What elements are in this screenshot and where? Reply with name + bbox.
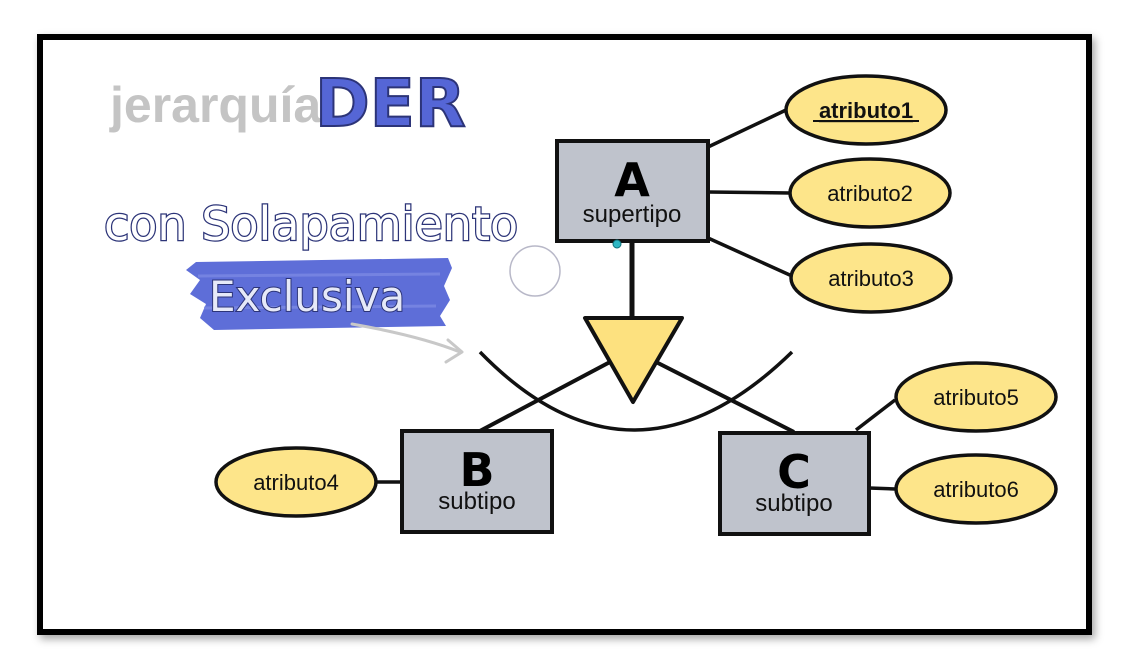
attribute-atributo6[interactable]: atributo6: [894, 453, 1058, 525]
connector-a-atributo2: [707, 190, 791, 195]
attribute-atributo2-label: atributo2: [827, 181, 913, 206]
subtitle-line1: con Solapamiento: [104, 197, 518, 251]
entity-c-letter: C: [777, 445, 811, 499]
connector-a-atributo1: [707, 108, 787, 149]
subtitle-line2: Exclusiva: [209, 272, 405, 321]
connector-a-atributo3: [707, 236, 793, 278]
title-main: DER: [315, 65, 466, 142]
hierarchy-arc: [478, 350, 794, 432]
cursor-circle-icon: [509, 245, 561, 297]
attribute-atributo6-label: atributo6: [933, 477, 1019, 502]
attribute-atributo3[interactable]: atributo3: [789, 242, 953, 314]
attribute-atributo1[interactable]: atributo1: [784, 74, 948, 146]
connector-c-atributo5: [854, 398, 897, 432]
attribute-atributo1-label: atributo1: [819, 98, 913, 123]
entity-b[interactable]: B subtipo: [400, 429, 554, 534]
entity-a-role: supertipo: [583, 201, 682, 228]
entity-a[interactable]: A supertipo: [555, 139, 710, 243]
entity-a-letter: A: [614, 153, 650, 207]
title-prefix: jerarquía: [109, 77, 322, 133]
connector-triangle-b: [477, 360, 611, 434]
attribute-atributo4[interactable]: atributo4: [214, 446, 378, 518]
attribute-atributo2[interactable]: atributo2: [788, 157, 952, 229]
entity-c-role: subtipo: [755, 490, 832, 517]
hierarchy-triangle: [583, 316, 684, 404]
entity-b-letter: B: [459, 443, 494, 497]
selection-dot-icon: [612, 239, 622, 249]
entity-b-role: subtipo: [438, 488, 515, 515]
pointer-arrow: [350, 322, 464, 364]
attribute-atributo5-label: atributo5: [933, 385, 1019, 410]
attribute-atributo4-label: atributo4: [253, 470, 339, 495]
connector-triangle-c: [655, 360, 795, 434]
brush-streaks: [197, 272, 441, 310]
connector-c-atributo6: [868, 486, 896, 491]
attribute-atributo3-label: atributo3: [828, 266, 914, 291]
entity-c[interactable]: C subtipo: [718, 431, 871, 536]
attribute-atributo5[interactable]: atributo5: [894, 361, 1058, 433]
